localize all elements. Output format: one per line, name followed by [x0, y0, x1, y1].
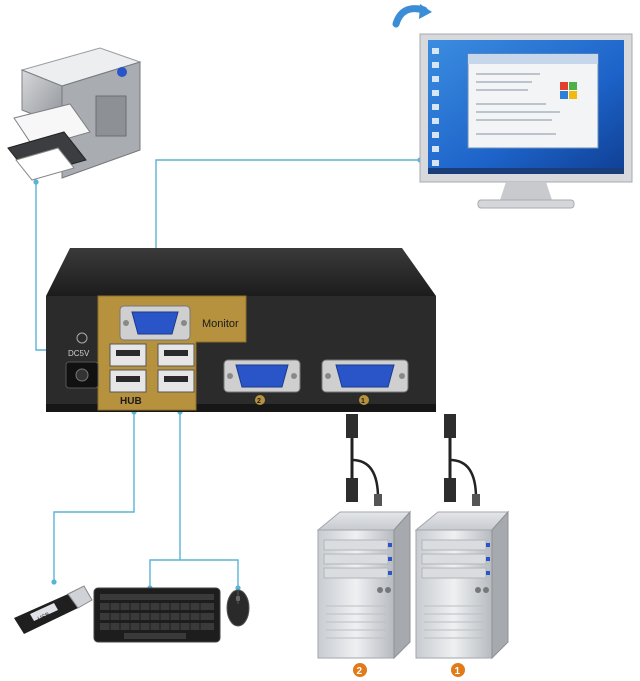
power-jack	[65, 332, 99, 389]
printer-icon	[7, 47, 142, 181]
monitor-icon	[392, 4, 633, 209]
computer-tower-icon	[316, 510, 412, 660]
vga-cable-icon	[346, 414, 382, 506]
mouse-icon	[226, 589, 250, 627]
pc1-vga-port	[321, 359, 409, 393]
computer-1-label: 1	[455, 666, 461, 677]
windows-logo-icon	[560, 82, 577, 99]
usb-stick-icon	[14, 585, 93, 634]
port-2-label: 2	[257, 398, 261, 405]
keyboard-icon	[93, 587, 221, 643]
usb-stick-label: USB	[37, 612, 51, 623]
keyboard-mouse-connection-line	[149, 412, 181, 588]
monitor-vga-port	[119, 305, 191, 341]
power-label: DC5V	[68, 349, 90, 358]
hub-label: HUB	[120, 396, 142, 407]
usb-ports	[109, 343, 195, 393]
port-1-label: 1	[361, 398, 365, 405]
computer-tower-icon	[414, 510, 510, 660]
monitor-port-label: Monitor	[202, 318, 239, 330]
mouse-branch-line	[180, 559, 239, 588]
usb-stick-connection-line	[53, 412, 135, 582]
kvm-switch-icon: Monitor HUB DC5V	[46, 248, 436, 412]
pc2-vga-port	[223, 359, 301, 393]
vga-cable-icon	[444, 414, 480, 506]
computer-2-label: 2	[357, 666, 363, 677]
